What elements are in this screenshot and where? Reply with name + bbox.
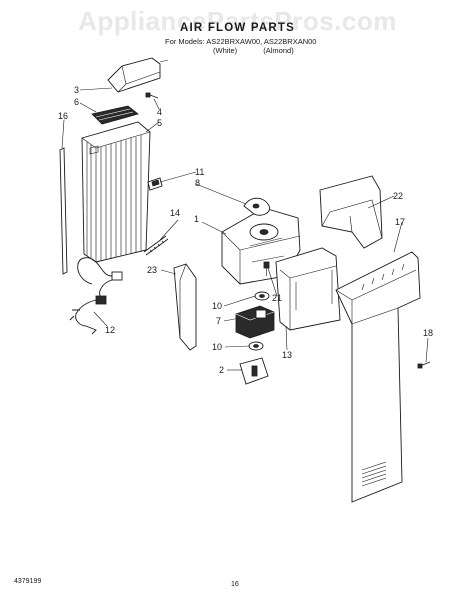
variant-almond-label: (Almond) [263, 46, 294, 55]
page-title: AIR FLOW PARTS [180, 22, 295, 34]
variant-white-label: (White) [213, 46, 238, 55]
callout-14: 14 [170, 208, 180, 218]
air-diffuser-cover[interactable] [107, 57, 169, 93]
washer-part-10-upper[interactable] [254, 291, 270, 301]
watermark-text: AppliancePartsPros.com [78, 6, 397, 36]
callout-6: 6 [74, 97, 79, 107]
duct-channel-part-13[interactable] [275, 247, 341, 331]
duct-cover-part-22[interactable] [319, 175, 383, 249]
callout-1: 1 [194, 214, 199, 224]
fan-motor[interactable] [235, 305, 275, 339]
callout-13: 13 [282, 350, 292, 360]
fan-blade[interactable] [243, 197, 270, 216]
grommet-part-21[interactable] [263, 261, 270, 276]
callout-4: 4 [157, 107, 162, 117]
washer-part-10-lower[interactable] [248, 341, 264, 351]
callout-8: 8 [195, 178, 200, 188]
document-number: 4379199 [14, 578, 42, 585]
leader-lines [61, 87, 429, 371]
vertical-strip-part-16[interactable] [59, 147, 68, 275]
foam-insulation[interactable] [91, 105, 139, 125]
motor-bracket[interactable] [239, 357, 269, 385]
callout-12: 12 [105, 325, 115, 335]
callout-3: 3 [74, 85, 79, 95]
callout-21: 21 [272, 293, 282, 303]
callout-22: 22 [393, 191, 403, 201]
panel-ribs [86, 135, 142, 261]
evaporator-cover-panel[interactable] [81, 121, 151, 263]
duct-panel-part-23[interactable] [173, 263, 197, 351]
model-variants: (White) (Almond) [213, 46, 318, 55]
callout-17: 17 [395, 217, 405, 227]
vent-slots [361, 461, 387, 487]
air-duct-panel-part-17[interactable] [335, 251, 421, 503]
callout-16: 16 [58, 111, 68, 121]
models-line: For Models: AS22BRXAW00, AS22BRXAN00 [165, 37, 317, 46]
wire-harness[interactable] [69, 257, 123, 335]
callout-10b: 10 [212, 342, 222, 352]
callout-7: 7 [216, 316, 221, 326]
callout-10a: 10 [212, 301, 222, 311]
clip-part-11[interactable] [147, 177, 163, 191]
callout-23: 23 [147, 265, 157, 275]
page-number: 16 [231, 581, 239, 588]
callout-11: 11 [195, 167, 204, 177]
screw-part-18[interactable] [417, 361, 431, 369]
callout-18: 18 [423, 328, 433, 338]
screw-part-4[interactable] [145, 92, 159, 99]
callout-2: 2 [219, 365, 224, 375]
bolt-part-14[interactable] [143, 235, 169, 256]
callout-5: 5 [157, 118, 162, 128]
